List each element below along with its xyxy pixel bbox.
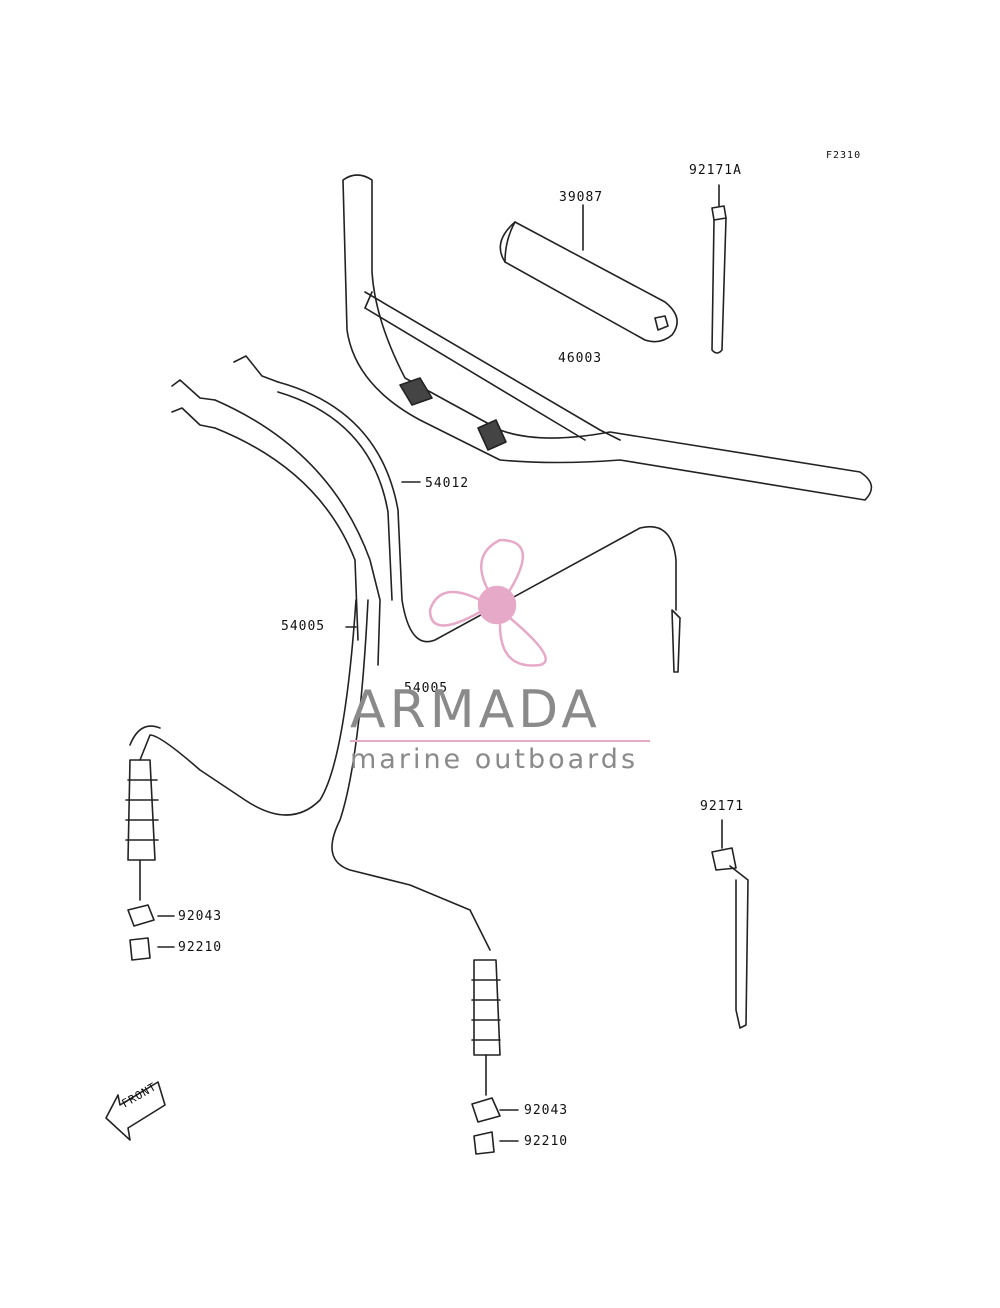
cable-tie-upper bbox=[711, 184, 727, 354]
front-arrow bbox=[105, 1081, 166, 1141]
throttle-cable bbox=[233, 355, 681, 673]
part-label-92210-right: 92210 bbox=[524, 1134, 569, 1149]
part-label-92171: 92171 bbox=[700, 799, 745, 814]
watermark-logo bbox=[428, 538, 547, 667]
part-label-92171a: 92171A bbox=[689, 163, 742, 178]
cable-tie-lower bbox=[711, 819, 749, 1029]
handlebar bbox=[342, 174, 873, 501]
part-label-92210-left: 92210 bbox=[178, 940, 223, 955]
adjuster-right bbox=[471, 959, 519, 1155]
part-label-39087: 39087 bbox=[559, 190, 604, 205]
brake-cables bbox=[129, 379, 491, 951]
watermark-subtitle: marine outboards bbox=[350, 744, 639, 775]
watermark-title: ARMADA bbox=[350, 680, 601, 740]
part-label-54012: 54012 bbox=[425, 476, 470, 491]
part-label-92043-right: 92043 bbox=[524, 1103, 569, 1118]
watermark-rule bbox=[350, 740, 650, 742]
part-label-92043-left: 92043 bbox=[178, 909, 223, 924]
handlebar-pad bbox=[499, 204, 678, 343]
diagram-code: F2310 bbox=[826, 150, 862, 161]
part-label-54005-right: 54005 bbox=[404, 681, 449, 696]
adjuster-left bbox=[125, 759, 175, 961]
part-label-54005-left: 54005 bbox=[281, 619, 326, 634]
part-label-46003: 46003 bbox=[558, 351, 603, 366]
